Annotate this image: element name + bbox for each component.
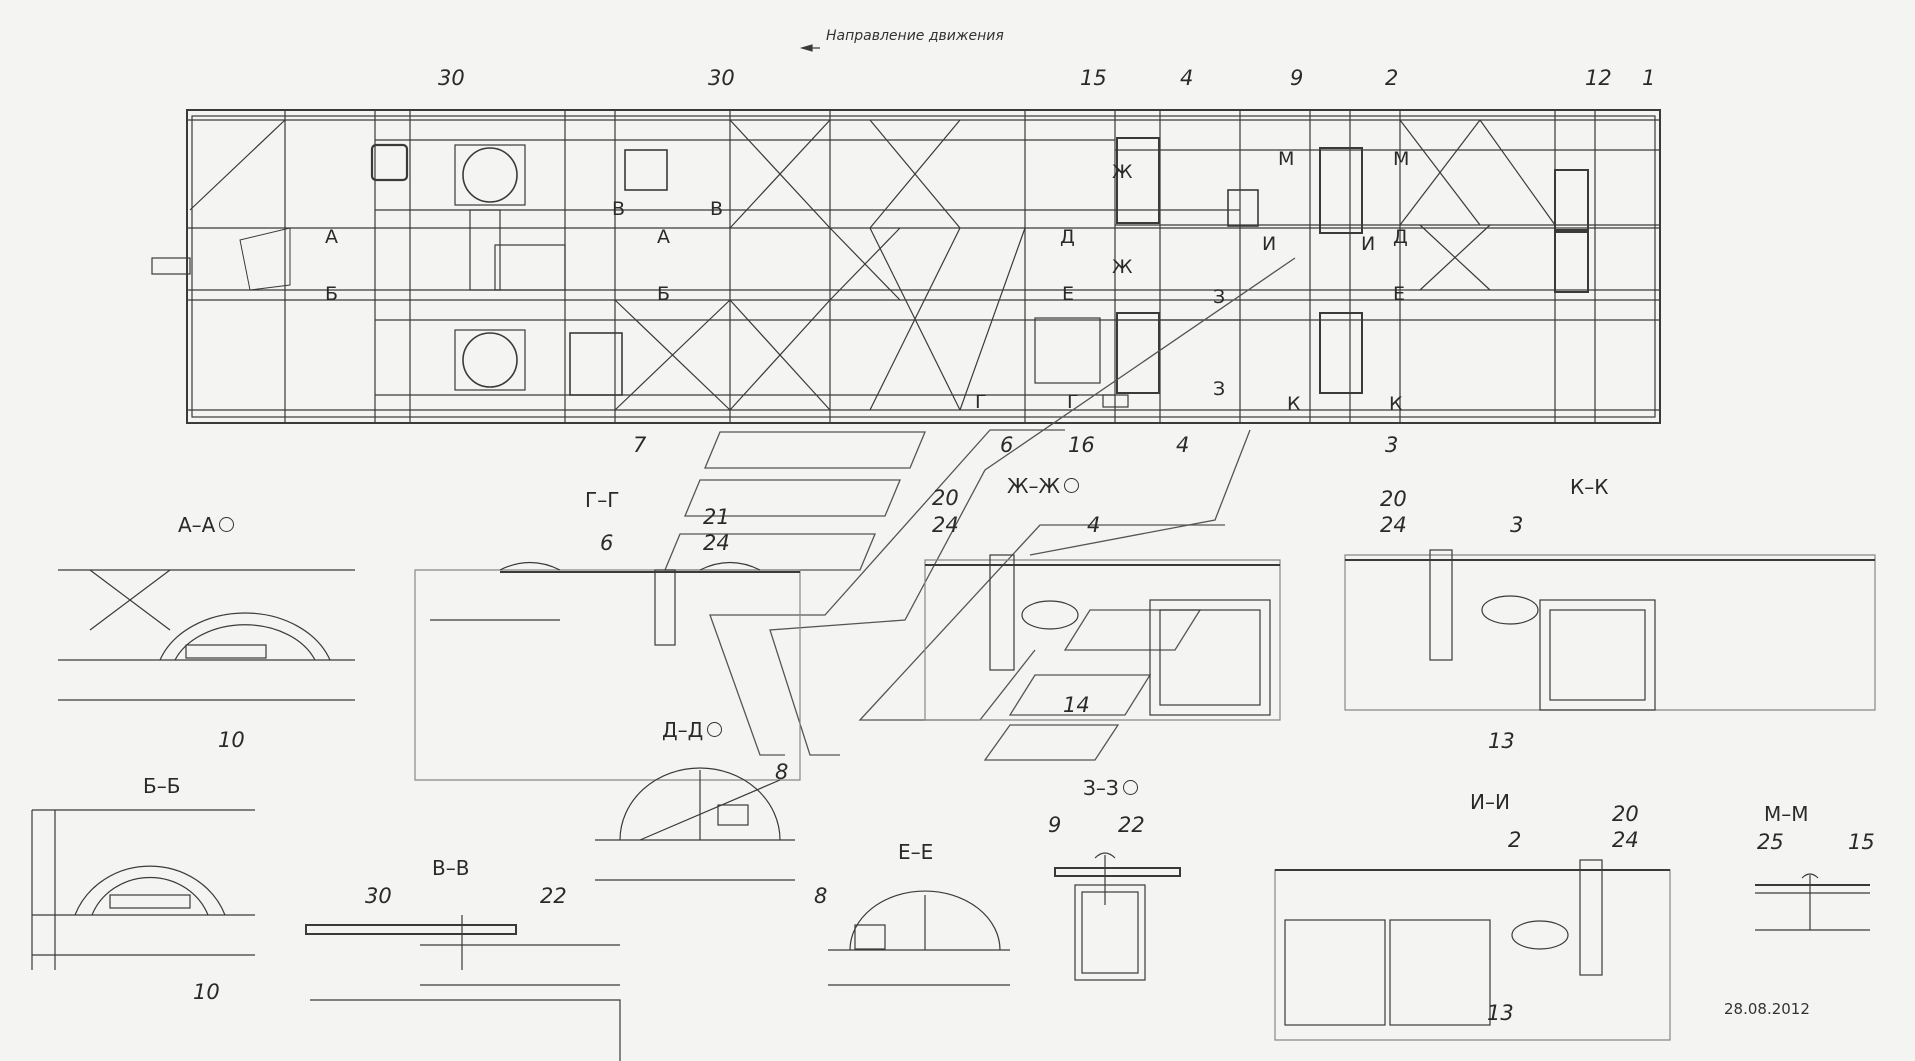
plan-callout: 4 (1180, 66, 1194, 90)
section-title-bb: Б–Б (143, 774, 181, 798)
section-title-kk: К–К (1570, 475, 1609, 499)
section-callout: 9 (1048, 813, 1062, 837)
plan-callout: 3 (1385, 433, 1399, 457)
direction-label: Направление движения (826, 28, 1004, 44)
plan-section-marker: З (1213, 378, 1226, 400)
section-zhzh-view (924, 554, 1281, 721)
plan-view-frame (151, 109, 1661, 424)
plan-callout: 12 (1585, 66, 1612, 90)
plan-section-marker: Б (325, 283, 339, 305)
plan-callout: 30 (708, 66, 735, 90)
section-title-dd: Д–Д (662, 720, 723, 740)
section-callout: 20 (1612, 802, 1639, 826)
section-aa-view (58, 569, 355, 701)
plan-section-marker: Д (1060, 226, 1075, 248)
section-title-mm: М–М (1764, 802, 1809, 826)
plan-callout: 1 (1642, 66, 1656, 90)
plan-section-marker: М (1278, 148, 1295, 170)
plan-callout: 7 (633, 433, 647, 457)
section-title-vv: В–В (432, 856, 470, 880)
plan-section-marker: В (710, 198, 724, 220)
plan-section-marker: М (1393, 148, 1410, 170)
plan-section-marker: К (1287, 393, 1301, 415)
plan-section-marker: Б (657, 283, 671, 305)
section-kk-view (1344, 549, 1876, 711)
plan-section-marker: Д (1393, 226, 1408, 248)
section-callout: 2 (1508, 828, 1522, 852)
section-callout: 22 (1118, 813, 1145, 837)
plan-section-marker: К (1389, 393, 1403, 415)
plan-section-marker: В (612, 198, 626, 220)
section-callout: 20 (1380, 487, 1407, 511)
plan-section-marker: Ж (1112, 161, 1133, 183)
section-callout: 15 (1848, 830, 1875, 854)
section-callout: 10 (193, 980, 220, 1004)
section-callout: 21 (703, 505, 730, 529)
plan-section-marker: Ж (1112, 256, 1133, 278)
section-callout: 20 (932, 486, 959, 510)
section-zz-view (1054, 852, 1181, 981)
plan-callout: 4 (1176, 433, 1190, 457)
section-callout: 24 (1380, 513, 1407, 537)
section-vv-view (305, 915, 621, 1061)
section-callout: 13 (1488, 729, 1515, 753)
plan-callout: 2 (1385, 66, 1399, 90)
section-callout: 8 (814, 884, 828, 908)
section-title-ii: И–И (1470, 790, 1510, 814)
section-callout: 24 (1612, 828, 1639, 852)
plan-section-marker: З (1213, 286, 1226, 308)
section-title-ee: Е–Е (898, 840, 934, 864)
section-dd-view (595, 767, 795, 881)
plan-section-marker: И (1361, 233, 1376, 255)
section-callout: 25 (1757, 830, 1784, 854)
rotation-icon (707, 722, 723, 737)
plan-section-marker: И (1262, 233, 1277, 255)
plan-section-marker: А (325, 226, 338, 248)
rotation-icon (1122, 780, 1138, 795)
section-callout: 8 (775, 760, 789, 784)
plan-section-marker: Е (1393, 283, 1406, 305)
section-callout: 13 (1487, 1001, 1514, 1025)
section-callout: 3 (1510, 513, 1524, 537)
plan-callout: 16 (1068, 433, 1095, 457)
section-callout: 4 (1087, 513, 1101, 537)
section-title-zz: З–З (1083, 778, 1138, 798)
plan-callout: 30 (438, 66, 465, 90)
plan-callout: 6 (1000, 433, 1014, 457)
section-callout: 24 (932, 513, 959, 537)
section-bb-view (31, 809, 255, 970)
plan-section-marker: Г (975, 391, 987, 413)
drawing-date: 28.08.2012 (1724, 1000, 1810, 1018)
plan-callout: 9 (1290, 66, 1304, 90)
section-title-aa: А–А (178, 515, 235, 535)
section-ii-view (1274, 859, 1671, 1041)
section-callout: 24 (703, 531, 730, 555)
section-callout: 14 (1063, 693, 1090, 717)
section-callout: 6 (600, 531, 614, 555)
plan-section-marker: Е (1062, 283, 1075, 305)
plan-section-marker: А (657, 226, 670, 248)
section-mm-view (1755, 873, 1870, 931)
rotation-icon (1064, 478, 1080, 493)
section-title-zhzh: Ж–Ж (1007, 476, 1080, 496)
section-callout: 22 (540, 884, 567, 908)
section-title-gg: Г–Г (585, 488, 620, 512)
section-gg-view (414, 561, 801, 781)
plan-section-marker: Г (1067, 391, 1079, 413)
rotation-icon (219, 517, 235, 532)
direction-arrow (799, 44, 820, 52)
section-ee-view (828, 890, 1010, 986)
section-callout: 30 (365, 884, 392, 908)
section-callout: 10 (218, 728, 245, 752)
leader-lines (664, 257, 1296, 761)
plan-callout: 15 (1080, 66, 1107, 90)
